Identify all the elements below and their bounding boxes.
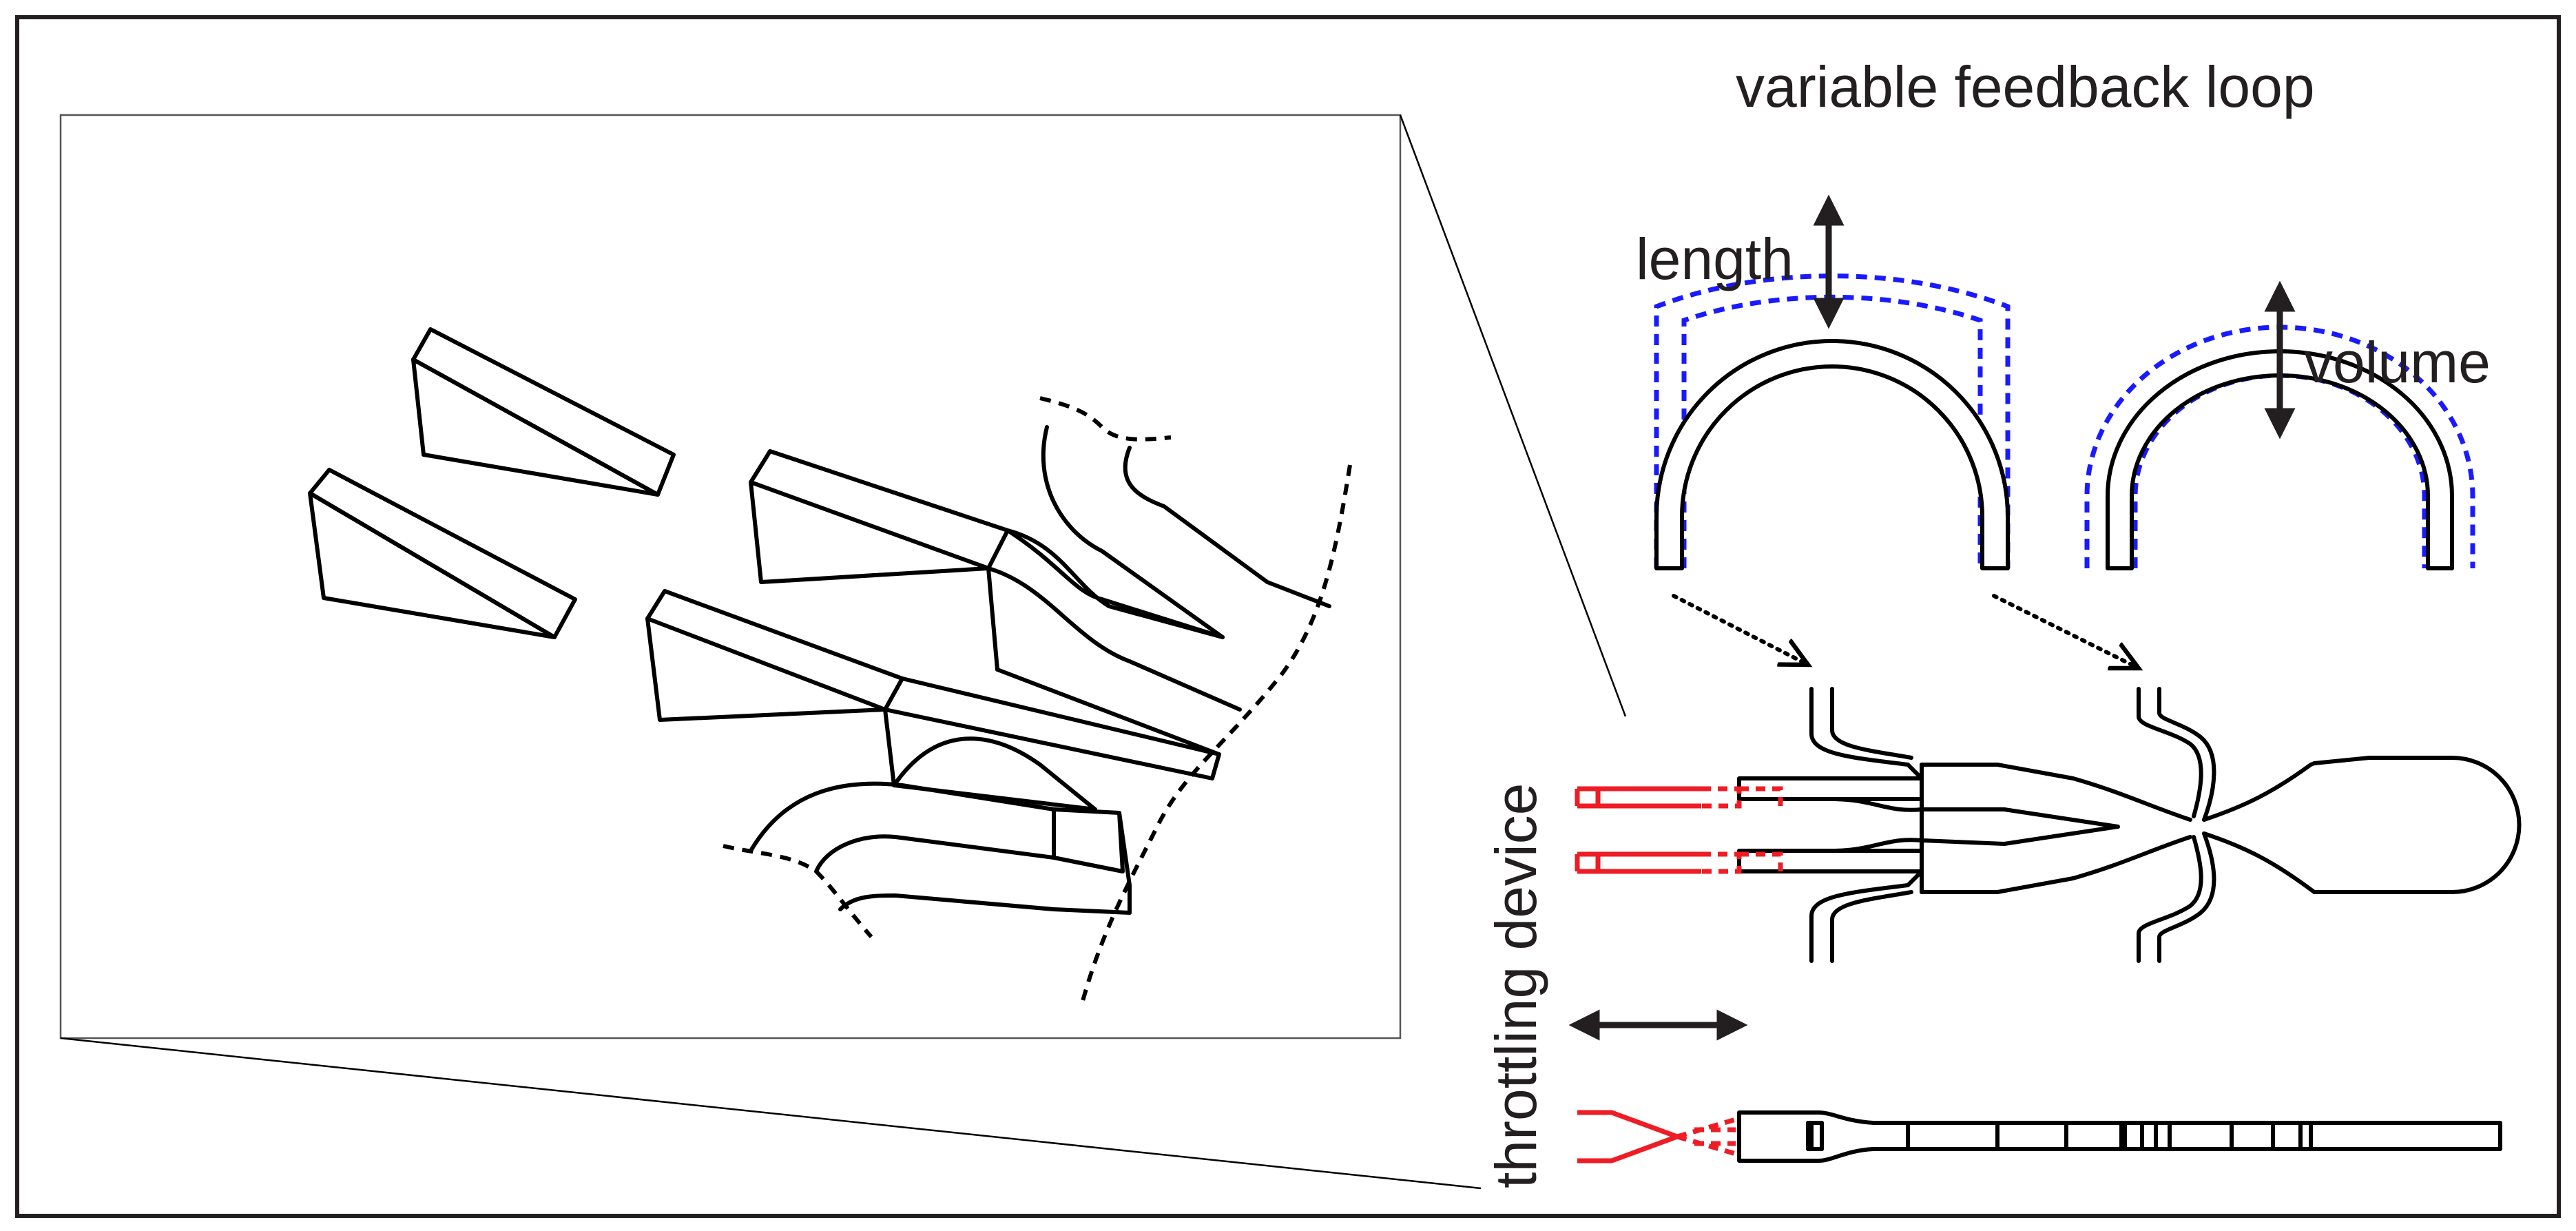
zoom-inset xyxy=(59,114,1627,1190)
feedback-loop-main xyxy=(1654,339,2010,570)
throttling-device-top xyxy=(1575,786,1783,874)
feedback-loop-diagram: variable feedback loop length volume xyxy=(1636,54,2491,668)
throttling-device-label: throttling device xyxy=(1484,783,1548,1188)
inset-frame xyxy=(59,114,1402,1039)
chip-top-view xyxy=(1575,687,2522,963)
dotted-arrow-right xyxy=(1992,594,2139,668)
small-loop-main xyxy=(2106,349,2454,570)
channel-3d-sketch xyxy=(308,327,1352,1006)
length-label: length xyxy=(1636,227,1794,291)
zoom-line-top xyxy=(1399,114,1627,717)
throttling-device-side xyxy=(1577,1110,1736,1163)
dotted-arrow-left xyxy=(1672,594,1808,665)
loop-length-variant xyxy=(1654,273,2011,568)
feedback-loop-title: variable feedback loop xyxy=(1736,54,2315,119)
zoom-line-bottom xyxy=(60,1037,1482,1190)
volume-label: volume xyxy=(2304,330,2491,395)
chip-side-view xyxy=(1568,1009,2502,1163)
outer-frame xyxy=(15,15,2561,1218)
outlet-chamber xyxy=(2202,756,2522,894)
